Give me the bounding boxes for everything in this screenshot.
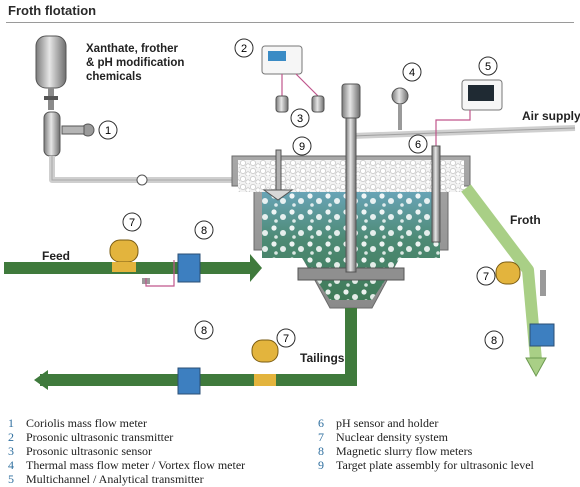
svg-text:7: 7 [129,217,135,229]
callout-2: 2 [234,38,254,58]
feed-pipe [4,239,262,287]
ph-sensor [431,145,441,243]
svg-text:8: 8 [491,335,497,347]
tailings-label: Tailings [300,351,345,365]
svg-text:3: 3 [297,113,303,125]
callout-6: 6 [408,134,428,154]
multichannel-transmitter [435,79,503,146]
froth-pipe [461,184,555,378]
callout-7-feed: 7 [122,212,142,232]
froth-label: Froth [510,213,541,227]
callout-4: 4 [402,62,422,82]
callout-3: 3 [290,108,310,128]
callout-1: 1 [98,120,118,140]
air-supply-label: Air supply [522,109,580,123]
callout-7-froth: 7 [476,266,496,286]
svg-text:9: 9 [299,141,305,153]
tailings-pipe [34,308,357,395]
flotation-cell [231,83,471,309]
svg-text:4: 4 [409,67,415,79]
thermal-flow-meter [391,87,409,130]
svg-text:2: 2 [241,43,247,55]
svg-text:8: 8 [201,225,207,237]
callout-9: 9 [292,136,312,156]
callout-8-feed: 8 [194,220,214,240]
chemicals-label: Xanthate, frother & pH modification chem… [86,43,188,83]
coriolis-meter [43,111,95,157]
svg-text:8: 8 [201,325,207,337]
callout-5: 5 [478,56,498,76]
svg-text:6: 6 [415,139,421,151]
prosonic-transmitter [261,45,325,113]
feed-label: Feed [42,249,70,263]
callout-8-froth: 8 [484,330,504,350]
svg-text:7: 7 [283,333,289,345]
svg-text:7: 7 [483,271,489,283]
callout-8-tailings: 8 [194,320,214,340]
flotation-diagram: Xanthate, frother & pH modification chem… [4,35,580,395]
check-valve-icon [136,174,148,186]
callout-7-tailings: 7 [276,328,296,348]
target-plate-assembly [262,149,294,201]
title-divider [6,22,574,23]
svg-text:5: 5 [485,61,491,73]
page-title: Froth flotation [8,3,97,18]
svg-text:1: 1 [105,125,111,137]
chemical-tank [35,35,67,110]
